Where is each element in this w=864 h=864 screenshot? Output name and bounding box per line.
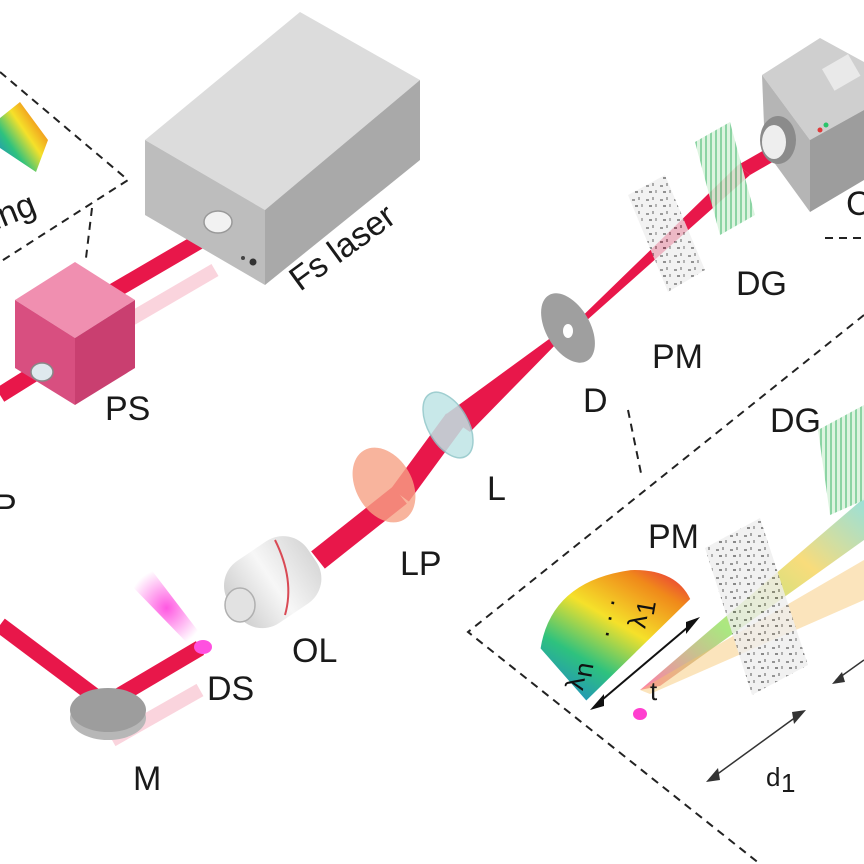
d1-label: d 1 <box>766 762 795 798</box>
cam-partial-label: C <box>846 185 864 223</box>
svg-text:λ: λ <box>559 674 591 692</box>
ds-label: DS <box>207 670 254 708</box>
diaphragm <box>541 293 595 363</box>
dg-label: DG <box>736 265 787 303</box>
lambda-dots: · · · <box>590 596 627 641</box>
d1-arrow <box>711 713 801 779</box>
t-label: t <box>650 676 658 706</box>
phase-shifter-box <box>15 262 135 405</box>
phase-mask <box>628 175 705 292</box>
ol-label: OL <box>292 632 337 670</box>
svg-text:d: d <box>766 762 780 792</box>
fs-laser-box <box>145 12 420 285</box>
ing-partial-label: ing <box>0 185 41 237</box>
camera <box>760 38 864 212</box>
pm-label: PM <box>652 338 703 376</box>
lambda-1-label: λ 1 <box>621 598 662 630</box>
top-left-inset <box>0 71 130 263</box>
svg-text:1: 1 <box>630 598 662 617</box>
lambda-n-label: λ n <box>559 660 599 692</box>
l-label: L <box>487 470 506 508</box>
inset-phase-mask <box>705 518 808 695</box>
inset-dg-label: DG <box>770 402 821 440</box>
diffraction-grating <box>695 122 755 235</box>
svg-text:λ: λ <box>621 612 653 630</box>
bottom-right-inset <box>466 314 864 864</box>
ps-label: PS <box>105 390 150 428</box>
sample-emission <box>128 568 212 654</box>
spectrum-fan <box>540 570 691 701</box>
d-label: D <box>583 382 608 420</box>
t-arrow <box>595 621 695 706</box>
source-point <box>633 708 647 720</box>
inset-pm-label: PM <box>648 518 699 556</box>
objective-lens <box>223 536 322 629</box>
spectrum-fan-partial <box>0 102 48 172</box>
lens <box>422 391 474 459</box>
lp-label: LP <box>400 545 442 583</box>
svg-text:n: n <box>567 660 599 679</box>
polarizer <box>352 447 416 523</box>
svg-text:1: 1 <box>781 768 795 798</box>
p-label: P <box>0 488 17 526</box>
inset-grating <box>818 405 864 515</box>
m-label: M <box>133 760 161 798</box>
mirror <box>70 688 146 740</box>
